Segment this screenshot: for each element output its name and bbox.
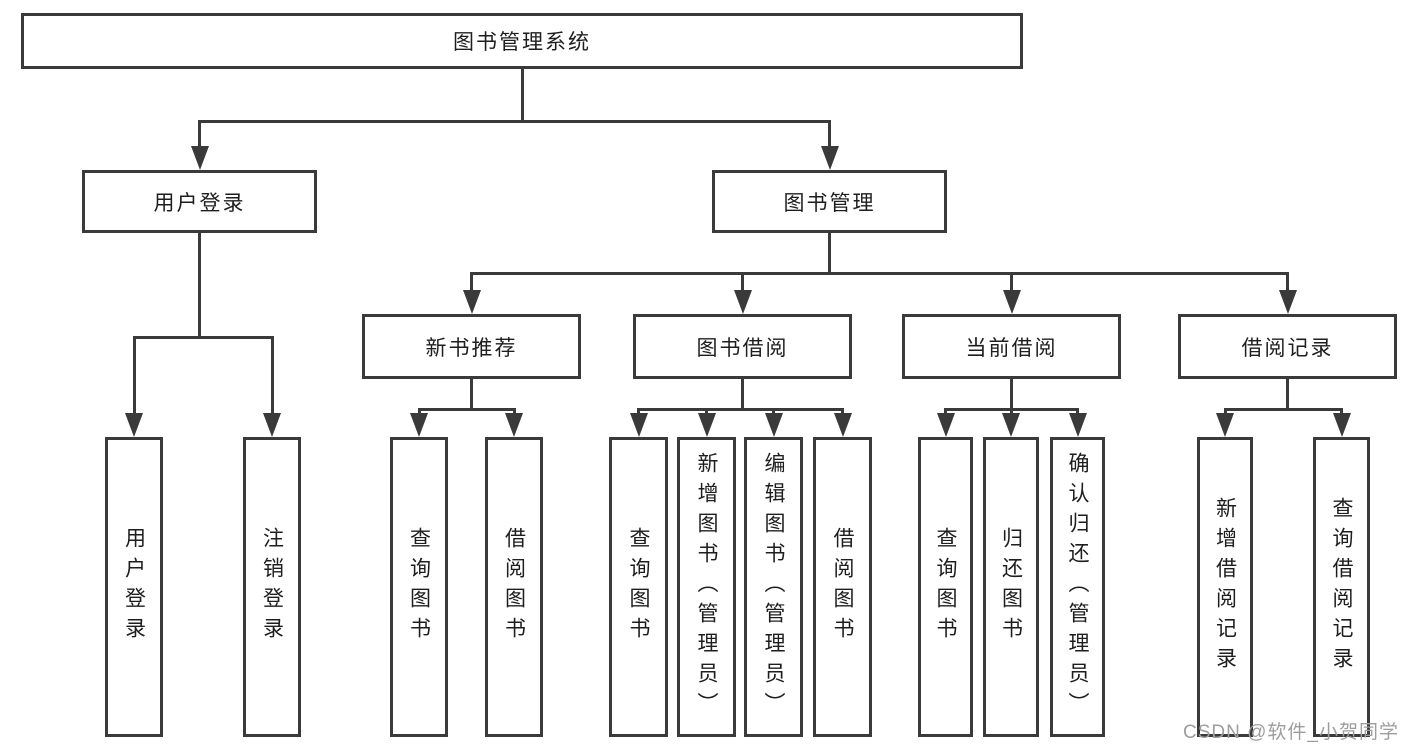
connector-line	[470, 272, 1289, 275]
node-label-root: 图书管理系统	[453, 31, 591, 54]
node-borrow-records: 借阅记录	[1178, 314, 1397, 379]
arrow-down-icon	[833, 413, 852, 437]
node-book-management: 图书管理	[712, 170, 947, 233]
node-label-leaf-query-borrow-record: 查询借阅记录	[1330, 497, 1353, 677]
arrow-down-icon	[125, 413, 143, 437]
arrow-down-icon	[733, 290, 752, 314]
connector-line	[470, 272, 473, 296]
node-leaf-add-borrow-record: 新增借阅记录	[1197, 437, 1253, 737]
connector-line	[1010, 272, 1013, 296]
connector-line	[132, 336, 274, 339]
connector-line	[1286, 272, 1289, 296]
arrow-down-icon	[410, 413, 428, 437]
node-leaf-query-books-1: 查询图书	[390, 437, 448, 737]
node-label-user-login: 用户登录	[153, 191, 246, 215]
node-leaf-user-login: 用户登录	[105, 437, 163, 737]
arrow-down-icon	[936, 413, 955, 437]
arrow-down-icon	[505, 413, 523, 437]
connector-line	[1010, 379, 1013, 411]
arrow-down-icon	[1002, 413, 1020, 437]
connector-line	[741, 379, 744, 411]
node-label-book-management: 图书管理	[783, 191, 876, 215]
node-leaf-add-books-admin: 新增图书（管理员）	[677, 437, 736, 737]
connector-line	[198, 233, 201, 339]
node-leaf-query-books-3: 查询图书	[918, 437, 973, 737]
connector-line	[741, 272, 744, 296]
connector-line	[1223, 408, 1343, 411]
arrow-down-icon	[1216, 413, 1234, 437]
node-label-leaf-edit-books-admin: 编辑图书（管理员）	[762, 452, 785, 722]
watermark: CSDN @软件_小贺同学	[1183, 722, 1399, 743]
connector-line	[828, 120, 831, 152]
node-leaf-logout: 注销登录	[243, 437, 301, 737]
arrow-down-icon	[820, 146, 839, 170]
node-label-leaf-add-borrow-record: 新增借阅记录	[1213, 497, 1237, 677]
node-label-leaf-query-books-1: 查询图书	[407, 527, 431, 647]
node-label-current-borrow: 当前借阅	[965, 336, 1058, 360]
node-label-leaf-logout: 注销登录	[260, 527, 284, 647]
connector-line	[198, 120, 831, 123]
arrow-down-icon	[1002, 290, 1021, 314]
connector-line	[470, 379, 473, 411]
connector-line	[132, 336, 136, 419]
node-label-leaf-confirm-return-admin: 确认归还（管理员）	[1066, 452, 1089, 722]
connector-line	[270, 336, 274, 419]
node-leaf-confirm-return-admin: 确认归还（管理员）	[1050, 437, 1105, 737]
arrow-down-icon	[697, 413, 716, 437]
arrow-down-icon	[263, 413, 281, 437]
arrow-down-icon	[629, 413, 648, 437]
node-label-leaf-user-login: 用户登录	[122, 527, 146, 647]
node-label-leaf-query-books-2: 查询图书	[627, 527, 650, 647]
node-new-book-recommend: 新书推荐	[362, 314, 581, 379]
node-label-leaf-borrow-books-2: 借阅图书	[831, 527, 854, 647]
connector-line	[828, 233, 831, 275]
connector-line	[637, 408, 844, 411]
node-label-leaf-query-books-3: 查询图书	[934, 527, 957, 647]
arrow-down-icon	[1278, 290, 1297, 314]
node-leaf-edit-books-admin: 编辑图书（管理员）	[744, 437, 803, 737]
node-label-borrow-records: 借阅记录	[1241, 336, 1334, 360]
node-leaf-query-borrow-record: 查询借阅记录	[1313, 437, 1370, 737]
connector-line	[417, 408, 516, 411]
arrow-down-icon	[1332, 413, 1351, 437]
connector-line	[520, 69, 524, 123]
arrow-down-icon	[764, 413, 783, 437]
node-label-book-borrow: 图书借阅	[696, 336, 789, 360]
node-root: 图书管理系统	[21, 13, 1023, 69]
node-current-borrow: 当前借阅	[902, 314, 1121, 379]
node-leaf-borrow-books-1: 借阅图书	[485, 437, 543, 737]
node-label-leaf-add-books-admin: 新增图书（管理员）	[695, 452, 718, 722]
arrow-down-icon	[1068, 413, 1087, 437]
connector-line	[1286, 379, 1289, 411]
arrow-down-icon	[462, 290, 481, 314]
node-leaf-borrow-books-2: 借阅图书	[813, 437, 872, 737]
node-label-new-book-recommend: 新书推荐	[425, 336, 518, 360]
node-label-leaf-return-books: 归还图书	[999, 527, 1023, 647]
node-book-borrow: 图书借阅	[633, 314, 852, 379]
arrow-down-icon	[190, 146, 209, 170]
node-user-login: 用户登录	[82, 170, 317, 233]
node-label-leaf-borrow-books-1: 借阅图书	[502, 527, 526, 647]
connector-line	[198, 120, 201, 152]
node-leaf-return-books: 归还图书	[983, 437, 1039, 737]
node-leaf-query-books-2: 查询图书	[609, 437, 668, 737]
